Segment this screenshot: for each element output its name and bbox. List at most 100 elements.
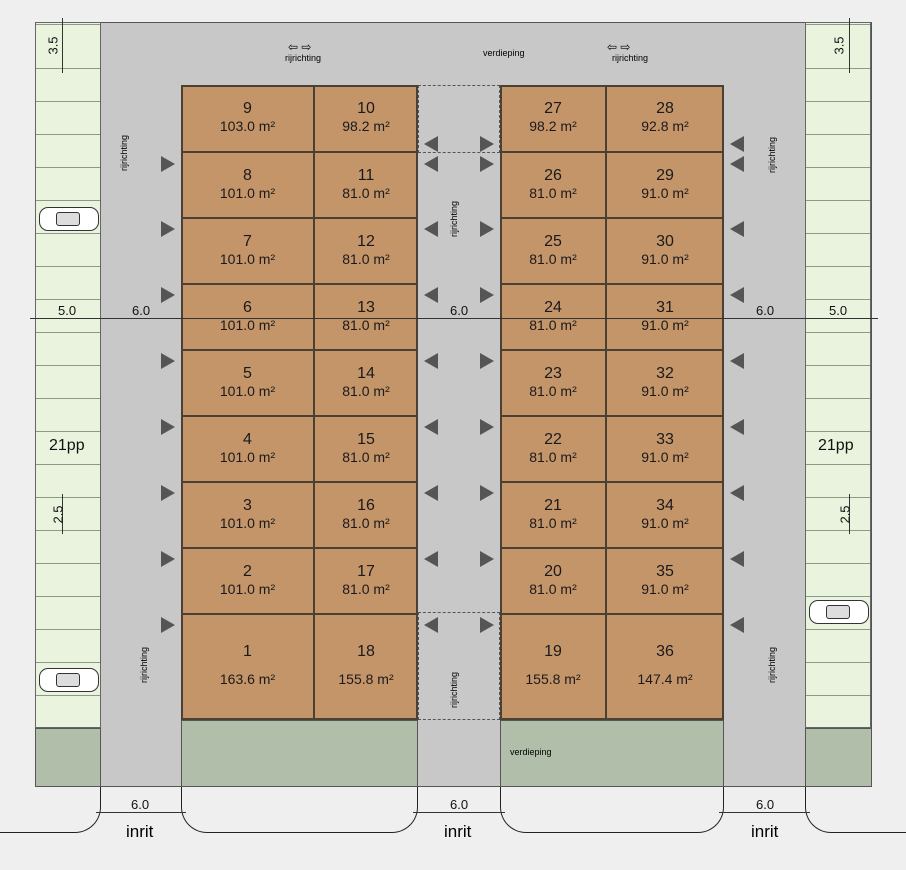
entrance-label-left: inrit — [126, 822, 154, 841]
unit-number: 19 — [544, 643, 562, 660]
unit-area: 103.0 m² — [219, 118, 276, 134]
access-marker-icon — [424, 136, 438, 152]
unit-number: 17 — [357, 563, 375, 580]
unit-number: 12 — [357, 233, 375, 250]
access-marker-icon — [480, 617, 494, 633]
dimension-line — [413, 812, 505, 813]
dim-road-left: 6.0 — [132, 303, 151, 318]
direction-label: rijrichting — [119, 134, 130, 172]
dimension-line — [849, 494, 850, 534]
access-marker-icon — [424, 551, 438, 567]
unit-area: 91.0 m² — [641, 185, 689, 201]
unit-area: 81.0 m² — [529, 383, 577, 399]
access-marker-icon — [480, 353, 494, 369]
upper-floor-bridge-bottom — [418, 612, 500, 720]
dimension-line — [96, 812, 186, 813]
unit-number: 9 — [243, 100, 252, 117]
access-marker-icon — [161, 156, 175, 172]
curb — [181, 787, 418, 833]
unit-area: 101.0 m² — [219, 185, 276, 201]
unit-36[interactable]: 36 147.4 m² — [606, 614, 724, 720]
unit-area: 101.0 m² — [219, 449, 276, 465]
unit-number: 36 — [656, 643, 674, 660]
car-icon — [809, 600, 869, 624]
unit-area: 147.4 m² — [637, 671, 693, 687]
parking-count-right: 21pp — [818, 437, 854, 454]
unit-area: 98.2 m² — [342, 118, 390, 134]
unit-area: 81.0 m² — [342, 581, 390, 597]
unit-number: 6 — [243, 299, 252, 316]
unit-area: 81.0 m² — [529, 251, 577, 267]
access-marker-icon — [730, 551, 744, 567]
dim-road-right: 6.0 — [756, 303, 775, 318]
car-icon — [39, 207, 99, 231]
access-marker-icon — [730, 221, 744, 237]
dim-road-middle: 6.0 — [450, 303, 469, 318]
unit-number: 28 — [656, 100, 674, 117]
unit-number: 23 — [544, 365, 562, 382]
unit-number: 32 — [656, 365, 674, 382]
dim-end-stall-left: 3.5 — [45, 36, 61, 55]
unit-area: 81.0 m² — [529, 515, 577, 531]
unit-number: 24 — [544, 299, 562, 316]
dim-entrance-left: 6.0 — [131, 797, 150, 812]
access-marker-icon — [480, 287, 494, 303]
dim-stall-width-left: 2.5 — [50, 505, 66, 524]
access-marker-icon — [730, 156, 744, 172]
unit-area: 81.0 m² — [342, 383, 390, 399]
upper-floor-label: verdieping — [510, 747, 552, 757]
unit-number: 15 — [357, 431, 375, 448]
unit-number: 3 — [243, 497, 252, 514]
access-marker-icon — [730, 287, 744, 303]
dimension-line — [719, 812, 810, 813]
access-marker-icon — [424, 617, 438, 633]
direction-arrows-icon: ⇦ ⇨ — [288, 40, 312, 54]
unit-number: 20 — [544, 563, 562, 580]
access-marker-icon — [424, 287, 438, 303]
unit-area: 91.0 m² — [641, 449, 689, 465]
green-area-left — [35, 728, 101, 787]
dimension-line — [30, 318, 878, 319]
unit-number: 4 — [243, 431, 252, 448]
dim-stall-depth-left: 5.0 — [58, 303, 77, 318]
access-marker-icon — [424, 419, 438, 435]
unit-area: 101.0 m² — [219, 251, 276, 267]
dim-stall-width-right: 2.5 — [837, 505, 853, 524]
direction-label: rijrichting — [612, 53, 649, 63]
